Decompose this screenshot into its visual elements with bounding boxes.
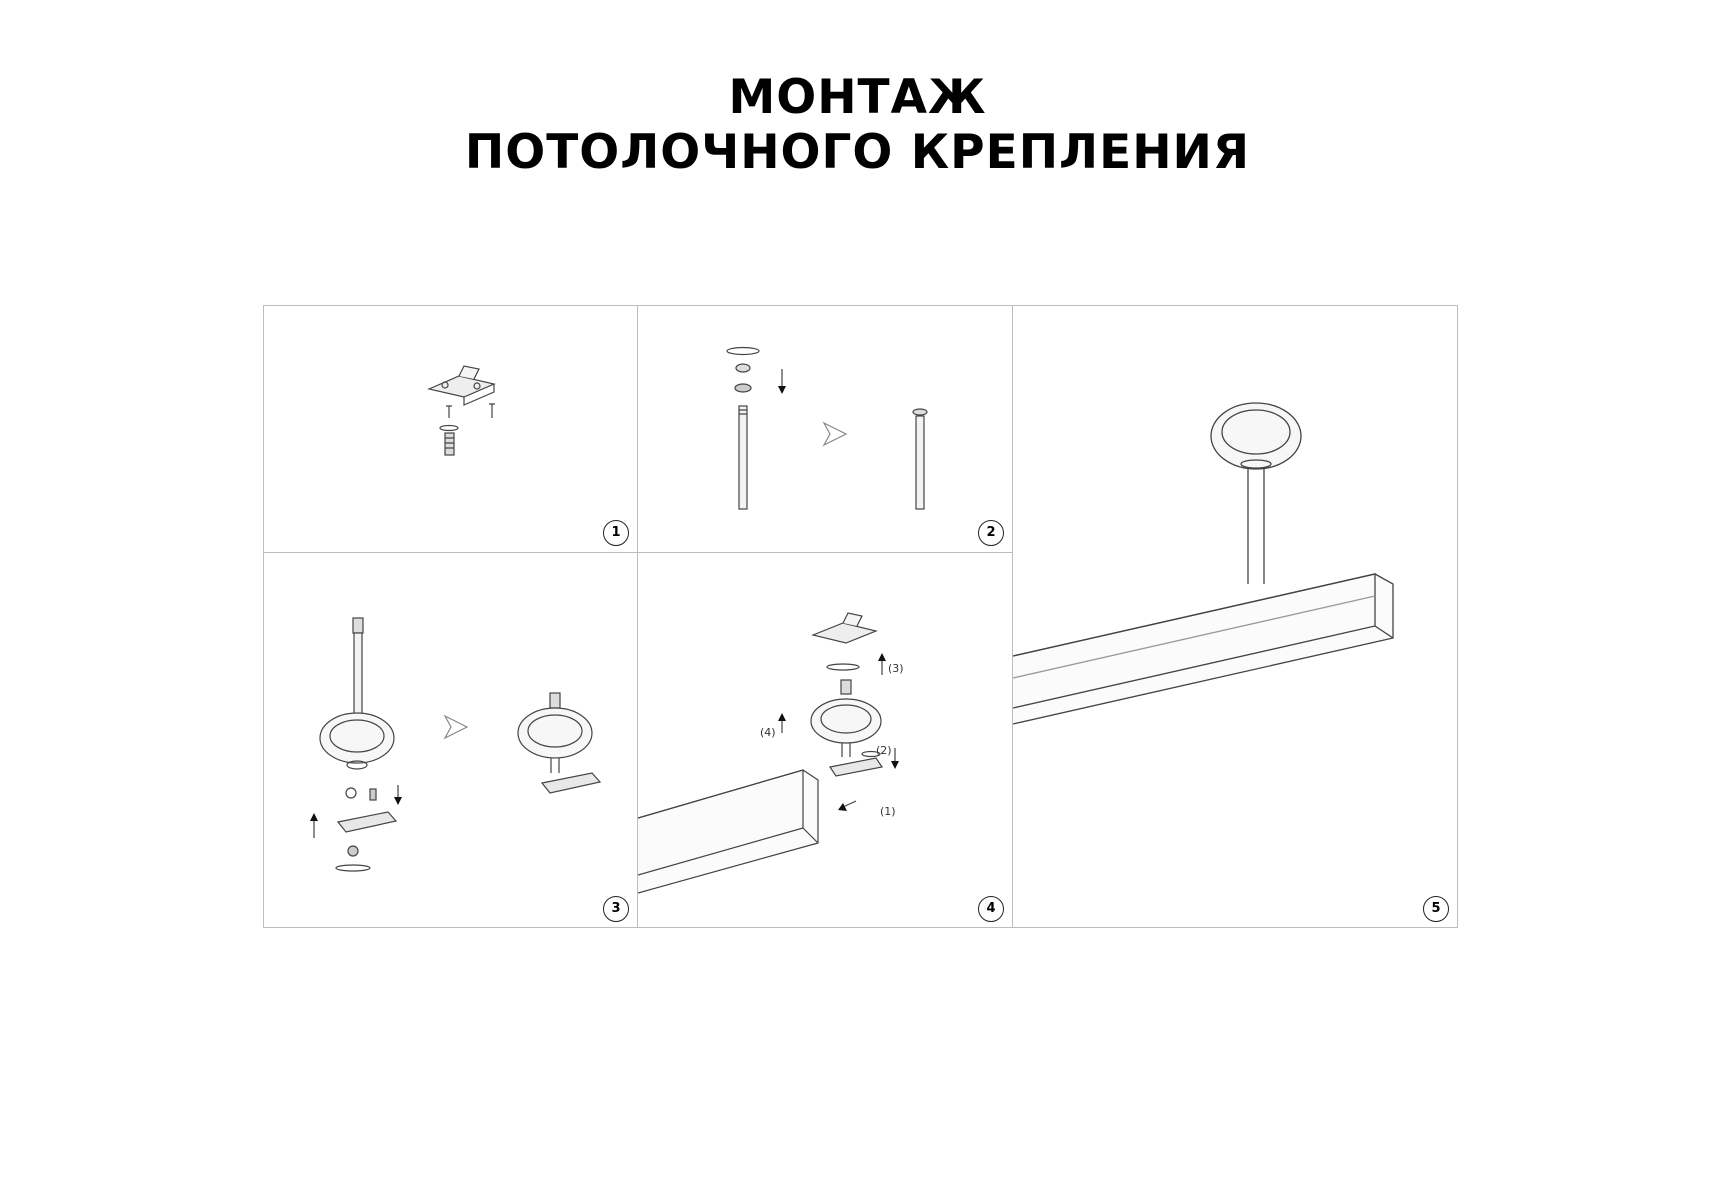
step-label-1: (1) xyxy=(880,805,896,818)
step-number-badge: 1 xyxy=(603,520,629,546)
title-line-2: ПОТОЛОЧНОГО КРЕПЛЕНИЯ xyxy=(464,125,1251,180)
step-1-panel: 1 xyxy=(263,305,638,553)
step-number-badge: 2 xyxy=(978,520,1004,546)
step-number-badge: 3 xyxy=(603,896,629,922)
step-label-2: (2) xyxy=(876,744,892,757)
rod-assembly-illustration xyxy=(726,346,928,510)
step-5-panel: 5 xyxy=(1012,305,1458,928)
step-label-4: (4) xyxy=(760,726,776,739)
mounting-to-profile-illustration: (3) (4) (2) (1) xyxy=(638,612,904,894)
step-label-3: (3) xyxy=(888,662,904,675)
step-2-panel: 2 xyxy=(637,305,1013,553)
step-4-panel: (3) (4) (2) (1) 4 xyxy=(637,552,1013,928)
step-number-badge: 4 xyxy=(978,896,1004,922)
installed-luminaire-illustration xyxy=(1013,402,1394,725)
title-line-1: МОНТАЖ xyxy=(728,70,987,125)
assembly-steps-grid: 1 2 xyxy=(263,305,1458,928)
step-number-badge: 5 xyxy=(1423,896,1449,922)
canopy-assembly-illustration xyxy=(310,617,602,872)
page-title: МОНТАЖ ПОТОЛОЧНОГО КРЕПЛЕНИЯ xyxy=(0,70,1715,180)
bracket-and-screws-illustration xyxy=(427,365,496,456)
step-3-panel: 3 xyxy=(263,552,638,928)
